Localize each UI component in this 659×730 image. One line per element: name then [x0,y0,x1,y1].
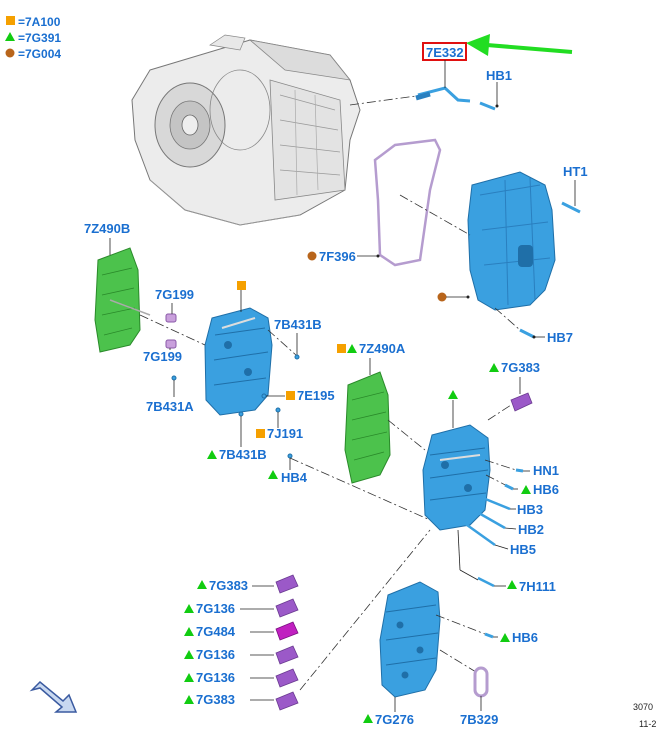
label-hb4[interactable]: HB4 [281,470,308,485]
label-hb7[interactable]: HB7 [547,330,573,345]
part-7e332-tube [415,86,471,103]
triangle-marker-icon [207,450,217,459]
oil-pan [467,171,556,311]
valve-body-main [422,424,491,531]
label-7g383-b[interactable]: 7G383 [196,692,235,707]
label-7g383-a[interactable]: 7G383 [209,578,248,593]
bolt-hb3 [477,494,511,511]
label-7g276[interactable]: 7G276 [375,712,414,727]
triangle-marker-icon [347,344,357,353]
label-hb1[interactable]: HB1 [486,68,512,83]
valve-body-lower [379,581,441,698]
label-7e332[interactable]: 7E332 [426,45,464,60]
label-hn1[interactable]: HN1 [533,463,559,478]
label-7b431b-bot[interactable]: 7B431B [219,447,267,462]
solenoid-7g199-b [165,339,177,349]
legend-circle-icon [5,48,15,58]
separator-plate-7z490a [344,371,391,484]
reference-date: 11-2 [639,719,656,729]
triangle-marker-icon [521,485,531,494]
square-marker-icon [237,281,246,290]
square-marker-icon [286,391,295,400]
label-7g484[interactable]: 7G484 [196,624,236,639]
label-hb3[interactable]: HB3 [517,502,543,517]
legend-triangle-icon [5,32,15,41]
bolt-hb5 [459,518,496,547]
triangle-marker-icon [184,695,194,704]
triangle-marker-icon [184,627,194,636]
bolt-hb1 [479,101,496,111]
legend: =7A100 =7G391 =7G004 [5,15,61,61]
valve-body-upper-left [204,307,273,416]
label-ht1[interactable]: HT1 [563,164,588,179]
bolt-hb6-bot [484,632,494,639]
label-7g136-c[interactable]: 7G136 [196,670,235,685]
label-7g136-a[interactable]: 7G136 [196,601,235,616]
legend-item-7a100: =7A100 [18,15,61,29]
solenoid-7g383-top [510,392,533,412]
label-hb6-bot[interactable]: HB6 [512,630,538,645]
callout-arrow [466,34,573,56]
bolt-hb7 [519,328,535,339]
triangle-marker-icon [197,580,207,589]
label-hb2[interactable]: HB2 [518,522,544,537]
legend-item-7g391: =7G391 [18,31,61,45]
circle-marker-icon [307,251,317,261]
square-marker-icon [337,344,346,353]
triangle-marker-icon [448,390,458,399]
label-7z490b[interactable]: 7Z490B [84,221,130,236]
label-7b329[interactable]: 7B329 [460,712,498,727]
triangle-marker-icon [268,470,278,479]
label-7e195[interactable]: 7E195 [297,388,335,403]
label-7h111[interactable]: 7H111 [519,579,556,594]
circle-marker-icon [437,292,447,302]
label-7g199-a[interactable]: 7G199 [155,287,194,302]
bolt-hn1 [515,468,524,473]
triangle-marker-icon [184,650,194,659]
front-direction-arrow-icon [29,680,78,713]
solenoid-stack [275,574,299,711]
label-hb6-top[interactable]: HB6 [533,482,559,497]
reference-code: 3070 [633,702,653,712]
separator-plate-7z490b [94,247,151,353]
seal-7b329 [473,666,489,698]
triangle-marker-icon [489,363,499,372]
label-hb5[interactable]: HB5 [510,542,536,557]
label-7b431b-top[interactable]: 7B431B [274,317,322,332]
legend-item-7g004: =7G004 [18,47,61,61]
transmission-case [131,34,361,226]
gasket-7f396 [373,138,442,267]
triangle-marker-icon [184,673,194,682]
triangle-marker-icon [500,633,510,642]
label-7z490a[interactable]: 7Z490A [359,341,406,356]
label-7g383-top[interactable]: 7G383 [501,360,540,375]
label-7g199-b[interactable]: 7G199 [143,349,182,364]
triangle-marker-icon [184,604,194,613]
label-7b431a[interactable]: 7B431A [146,399,194,414]
solenoid-7g199-a [165,313,177,323]
highlight-box [422,42,467,61]
label-7j191[interactable]: 7J191 [267,426,303,441]
bolt-hb2 [469,506,506,530]
legend-square-icon [6,16,15,25]
label-7f396[interactable]: 7F396 [319,249,356,264]
bolt-7h111 [477,576,495,588]
square-marker-icon [256,429,265,438]
bolt-ht1 [561,201,581,214]
label-7g136-b[interactable]: 7G136 [196,647,235,662]
triangle-marker-icon [363,714,373,723]
bolt-hb6-top [504,483,514,491]
triangle-marker-icon [507,580,517,589]
